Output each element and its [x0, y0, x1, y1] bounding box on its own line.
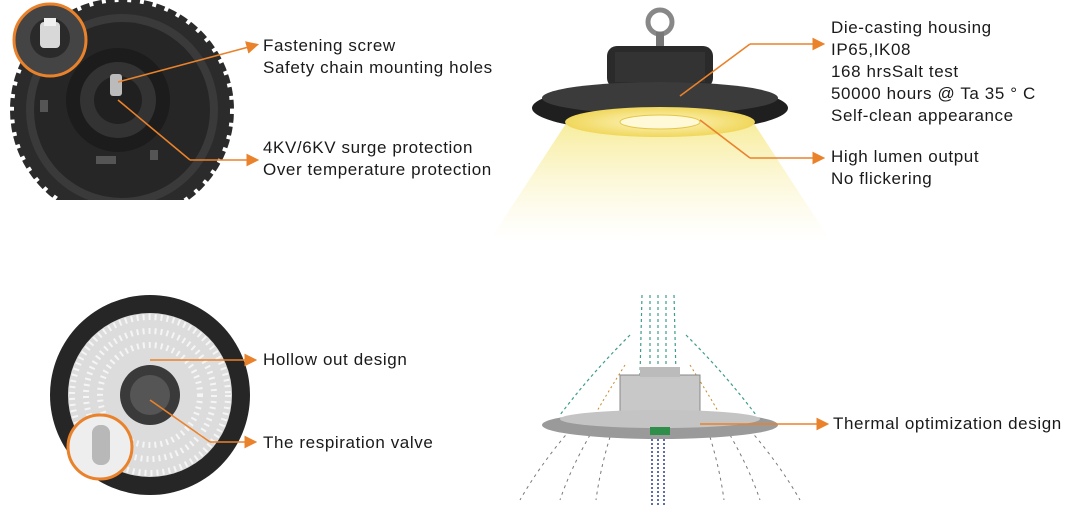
self-clean-label: Self-clean appearance — [831, 106, 1014, 125]
no-flickering-label: No flickering — [831, 169, 933, 188]
salt-test-label: 168 hrsSalt test — [831, 62, 959, 81]
top-left-callout-1: Fastening screw Safety chain mounting ho… — [263, 35, 493, 79]
surge-protection-label: 4KV/6KV surge protection — [263, 138, 474, 157]
thermal-optimization-label: Thermal optimization design — [833, 414, 1062, 433]
over-temperature-label: Over temperature protection — [263, 160, 492, 179]
lamp-back-view-image — [6, 0, 238, 200]
thermal-simulation-image — [519, 295, 801, 505]
top-left-callout-2: 4KV/6KV surge protection Over temperatur… — [263, 137, 492, 181]
top-right-callout-2: High lumen output No flickering — [831, 146, 979, 190]
top-right-callout-1: Die-casting housing IP65,IK08 168 hrsSal… — [831, 17, 1036, 127]
lamp-side-view-image — [490, 7, 830, 240]
lamp-front-view-image — [50, 295, 250, 495]
hollow-out-label: Hollow out design — [263, 350, 408, 369]
safety-chain-label: Safety chain mounting holes — [263, 58, 493, 77]
die-casting-label: Die-casting housing — [831, 18, 992, 37]
respiration-valve-label: The respiration valve — [263, 433, 434, 452]
ip-rating-label: IP65,IK08 — [831, 40, 912, 59]
high-lumen-label: High lumen output — [831, 147, 980, 166]
fastening-screw-label: Fastening screw — [263, 36, 396, 55]
lifetime-label: 50000 hours @ Ta 35 ° C — [831, 84, 1036, 103]
